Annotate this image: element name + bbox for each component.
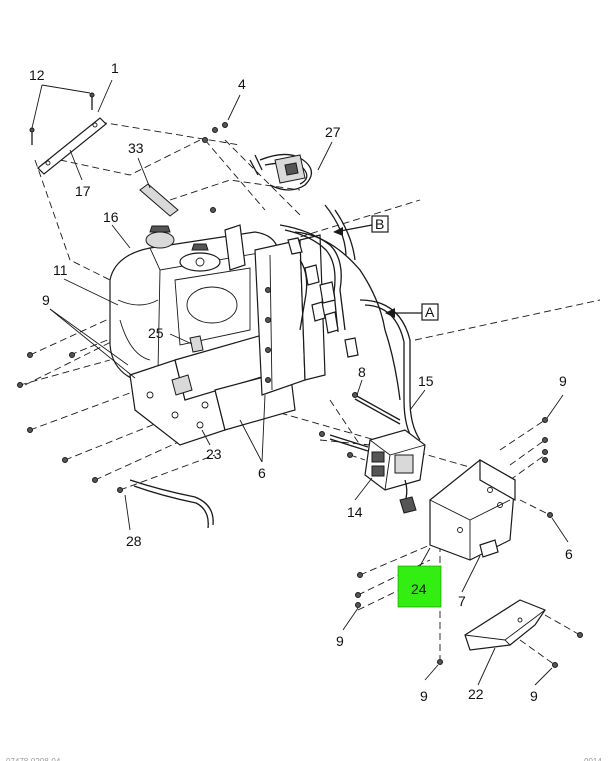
ref-label-b: B xyxy=(375,216,384,232)
callout-15: 15 xyxy=(418,373,434,389)
part-12-screws xyxy=(29,92,95,145)
callout-24: 24 xyxy=(411,581,427,597)
callout-11: 11 xyxy=(53,262,68,278)
part-33-strap xyxy=(139,183,179,217)
callout-22: 22 xyxy=(468,686,484,702)
callout-9-d: 9 xyxy=(420,688,428,704)
callout-9-a: 9 xyxy=(42,292,50,308)
part-25-fitting xyxy=(189,335,204,353)
callout-4: 4 xyxy=(238,76,246,92)
callout-17: 17 xyxy=(75,183,91,199)
callout-1: 1 xyxy=(111,60,119,76)
callout-8: 8 xyxy=(358,364,366,380)
part-14-module xyxy=(329,429,426,514)
callout-23: 23 xyxy=(206,446,222,462)
callout-6-b: 6 xyxy=(565,546,573,562)
part-22-bracket xyxy=(464,599,546,651)
callout-9-b: 9 xyxy=(559,373,567,389)
callout-33: 33 xyxy=(128,140,144,156)
leader-lines xyxy=(31,79,569,686)
callout-16: 16 xyxy=(103,209,119,225)
callout-6-a: 6 xyxy=(258,465,266,481)
fasteners xyxy=(17,122,583,668)
footer-left: 07478-0208-04 xyxy=(6,757,61,761)
ref-arrow-a xyxy=(385,303,439,321)
assembly-lines xyxy=(19,121,601,666)
callout-12: 12 xyxy=(29,67,45,83)
callout-28: 28 xyxy=(126,533,142,549)
part-8-bolt xyxy=(354,394,401,425)
ref-arrow-b xyxy=(333,215,389,236)
ref-label-a: A xyxy=(425,304,435,320)
part-24-plate xyxy=(429,458,516,561)
part-27-harness xyxy=(249,153,312,191)
callout-9-c: 9 xyxy=(336,633,344,649)
part-28-hose xyxy=(129,479,214,529)
callout-labels: 12 1 4 27 33 17 16 11 9 25 23 6 28 8 15 … xyxy=(29,60,573,704)
highlight-box xyxy=(397,565,442,608)
callout-27: 27 xyxy=(325,124,341,140)
part-17-bracket xyxy=(37,117,107,175)
callout-9-e: 9 xyxy=(530,688,538,704)
footer-right: 0014 xyxy=(584,757,602,761)
callout-7: 7 xyxy=(458,593,466,609)
callout-14: 14 xyxy=(347,504,363,520)
callout-25: 25 xyxy=(148,325,164,341)
